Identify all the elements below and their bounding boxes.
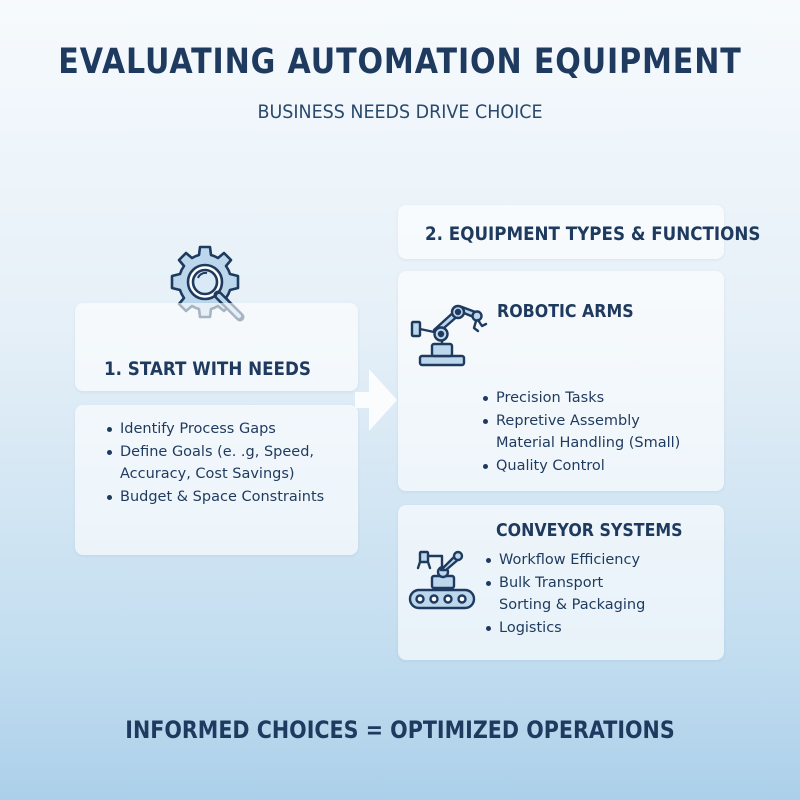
footer-tagline: INFORMED CHOICES = OPTIMIZED OPERATIONS — [125, 716, 675, 744]
list-item: Define Goals (e. .g, Speed, — [107, 441, 324, 464]
list-item: Material Handling (Small) — [496, 435, 681, 451]
list-item: Logistics — [486, 617, 645, 640]
list-item: Repretive Assembly — [483, 410, 680, 433]
list-item: Workflow Efficiency — [486, 549, 645, 572]
robotic-arms-heading: ROBOTIC ARMS — [497, 301, 634, 322]
needs-list-card — [75, 405, 358, 555]
equipment-heading: 2. EQUIPMENT TYPES & FUNCTIONS — [425, 223, 761, 245]
list-item: Quality Control — [483, 455, 680, 478]
list-item: Bulk Transport — [486, 572, 645, 595]
conveyor-systems-heading: CONVEYOR SYSTEMS — [496, 520, 683, 541]
flow-arrow-icon — [355, 369, 397, 431]
list-item: Accuracy, Cost Savings) — [120, 466, 295, 482]
robotic-arms-list: Precision Tasks Repretive Assembly Mater… — [483, 387, 680, 477]
equipment-heading-card — [398, 205, 724, 259]
needs-heading: 1. START WITH NEEDS — [104, 358, 311, 380]
list-item: Precision Tasks — [483, 387, 680, 410]
page-subtitle: BUSINESS NEEDS DRIVE CHOICE — [257, 101, 543, 123]
conveyor-systems-list: Workflow Efficiency Bulk Transport Sorti… — [486, 549, 645, 639]
list-item: Sorting & Packaging — [499, 597, 646, 613]
list-item: Identify Process Gaps — [107, 418, 324, 441]
page-title: EVALUATING AUTOMATION EQUIPMENT — [58, 42, 742, 82]
robotic-arm-icon — [410, 304, 488, 367]
needs-list: Identify Process Gaps Define Goals (e. .… — [107, 418, 324, 508]
list-item: Budget & Space Constraints — [107, 486, 324, 509]
conveyor-robot-icon — [408, 550, 476, 610]
needs-heading-card — [75, 303, 358, 391]
